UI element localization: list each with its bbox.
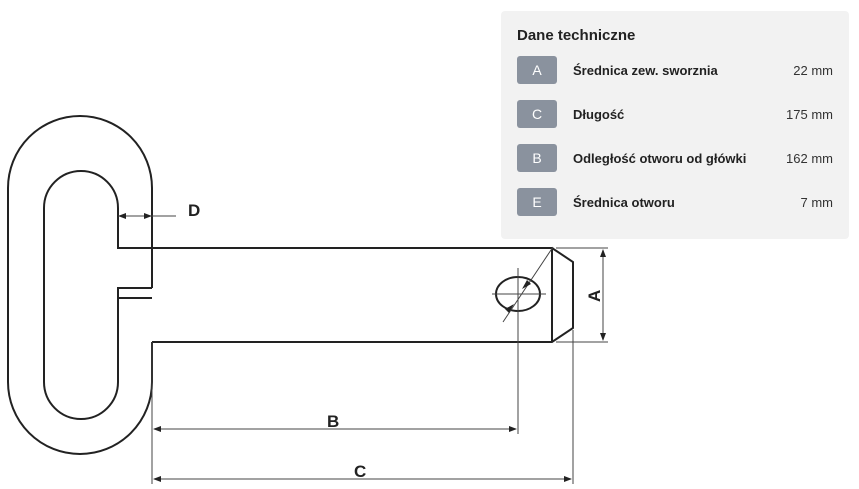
handle-inner-slot: [43, 170, 152, 420]
panel-title: Dane techniczne: [517, 27, 636, 44]
dim-c-arrow-right: [564, 476, 572, 482]
handle-ring-outline: [7, 115, 153, 455]
spec-row-hole-diameter: E Średnica otworu 7 mm: [517, 188, 833, 216]
spec-value: 162 mm: [786, 150, 833, 166]
spec-value: 22 mm: [793, 62, 833, 78]
dim-d-arrow-right: [144, 213, 152, 219]
dim-label-a: A: [585, 290, 604, 302]
dim-a-arrow-bottom: [600, 333, 606, 341]
spec-label: Średnica zew. sworznia: [573, 62, 718, 78]
dim-a-arrow-top: [600, 249, 606, 257]
technical-data-panel: Dane techniczne A Średnica zew. sworznia…: [501, 11, 849, 239]
spec-badge: E: [517, 188, 557, 216]
spec-value: 7 mm: [800, 194, 834, 210]
spec-badge: C: [517, 100, 557, 128]
spec-label: Długość: [573, 106, 625, 122]
hole-arrow-top: [522, 280, 531, 289]
dim-b-arrow-right: [509, 426, 517, 432]
spec-label: Średnica otworu: [573, 194, 675, 210]
spec-row-hole-distance: B Odległość otworu od główki 162 mm: [517, 144, 833, 172]
spec-row-length: C Długość 175 mm: [517, 100, 833, 128]
dim-c-arrow-left: [153, 476, 161, 482]
dim-d-arrow-left: [118, 213, 126, 219]
dim-label-b: B: [327, 412, 339, 431]
dim-label-c: C: [354, 462, 366, 481]
spec-row-outer-diameter: A Średnica zew. sworznia 22 mm: [517, 56, 833, 84]
dim-b-arrow-left: [153, 426, 161, 432]
spec-badge: A: [517, 56, 557, 84]
spec-value: 175 mm: [786, 106, 833, 122]
spec-label: Odległość otworu od główki: [573, 150, 747, 166]
dim-label-d: D: [188, 201, 200, 220]
hole-arrow-bottom: [505, 304, 514, 313]
pin-shaft-outline: [152, 247, 574, 343]
spec-badge: B: [517, 144, 557, 172]
